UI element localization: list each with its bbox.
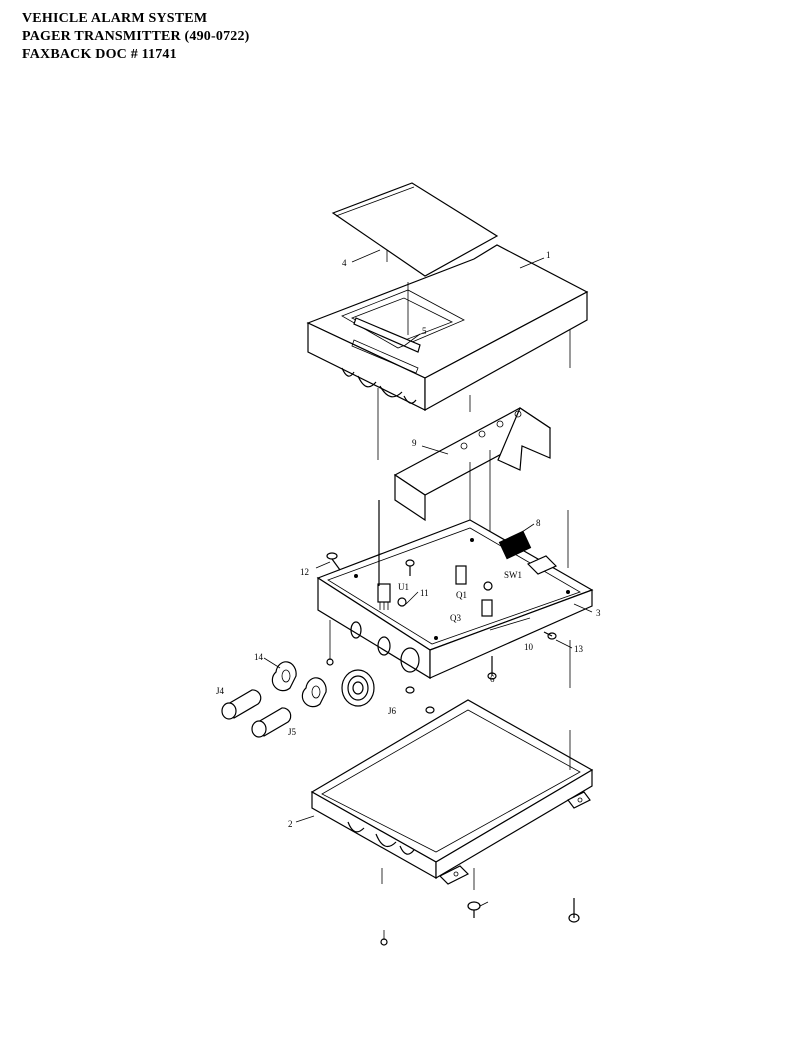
header-product: PAGER TRANSMITTER (490-0722) <box>22 29 250 44</box>
header-doc-number: FAXBACK DOC # 11741 <box>22 47 177 62</box>
callout-6: 6 <box>490 674 495 684</box>
callout-3: 3 <box>596 608 601 618</box>
callout-J6: J6 <box>388 706 397 716</box>
callout-4: 4 <box>342 258 347 268</box>
callout-11: 11 <box>420 588 429 598</box>
main-chassis-pcb <box>316 500 594 688</box>
leader-lines <box>263 249 593 907</box>
callout-Q1: Q1 <box>456 590 467 600</box>
callout-13: 13 <box>574 644 584 654</box>
callout-SW1: SW1 <box>504 570 522 580</box>
callout-12: 12 <box>300 567 309 577</box>
callout-2: 2 <box>288 819 293 829</box>
callout-Q3: Q3 <box>450 613 461 623</box>
callout-10: 10 <box>524 642 534 652</box>
callout-J5: J5 <box>288 727 297 737</box>
callout-J4: J4 <box>216 686 225 696</box>
callout-5: 5 <box>422 326 427 336</box>
callout-9: 9 <box>412 438 417 448</box>
header-title: VEHICLE ALARM SYSTEM <box>22 11 208 26</box>
callout-8: 8 <box>536 518 541 528</box>
connectors <box>221 661 375 738</box>
callout-U1: U1 <box>398 582 409 592</box>
screws <box>326 552 557 714</box>
bottom-screws <box>380 898 580 946</box>
callout-14: 14 <box>254 652 264 662</box>
top-label-plate <box>331 182 499 277</box>
bottom-case <box>310 699 594 890</box>
document-header: VEHICLE ALARM SYSTEM PAGER TRANSMITTER (… <box>22 10 250 64</box>
top-cover <box>306 244 589 460</box>
callout-1: 1 <box>546 250 551 260</box>
callout-labels: 1 2 3 4 5 6 8 9 10 11 12 13 14 U1 Q1 Q3 … <box>216 250 601 829</box>
shield-bracket <box>393 407 552 560</box>
